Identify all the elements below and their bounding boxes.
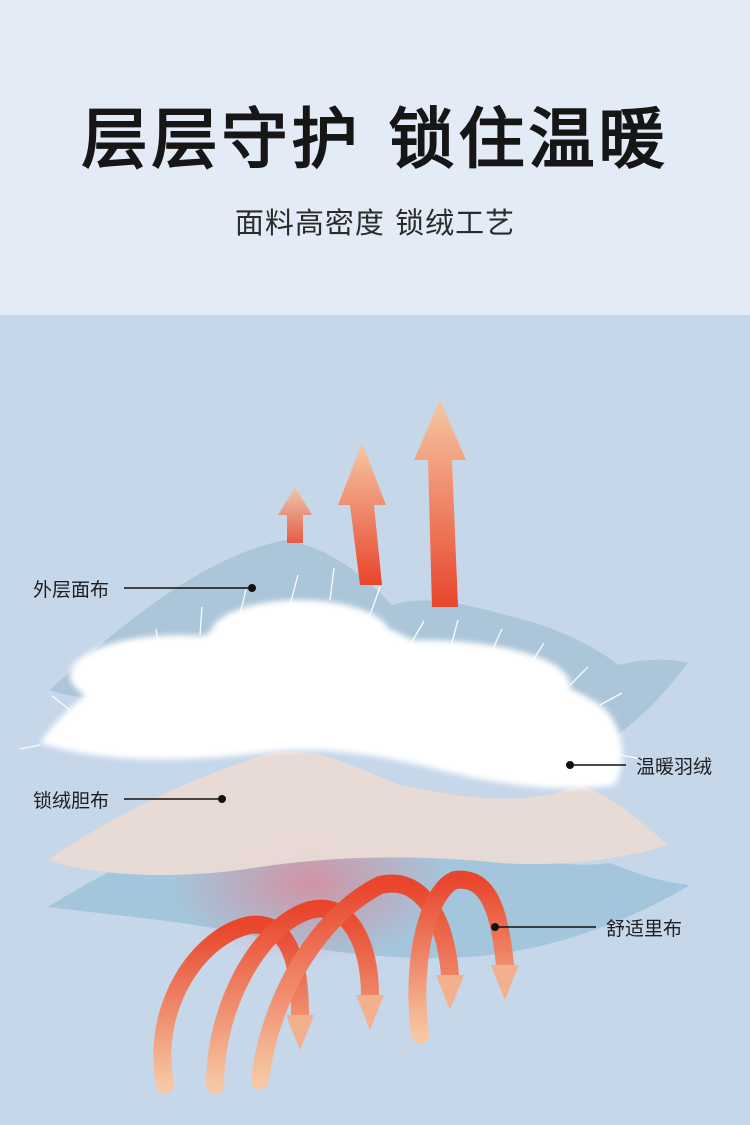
down-fibers: [19, 567, 643, 760]
heat-arrow-right: [414, 400, 466, 607]
header-section: 层层守护 锁住温暖 面料高密度 锁绒工艺: [0, 0, 750, 315]
heat-arrow-middle: [338, 443, 386, 585]
layer-illustration: 外层面布 温暖羽绒 锁绒胆布 舒适里布: [0, 315, 750, 1125]
down-layer: [40, 600, 623, 789]
callout-lines: [124, 587, 626, 928]
label-outer-shell: 外层面布: [33, 579, 110, 601]
label-lining: 舒适里布: [606, 918, 683, 940]
inner-shell-layer: [48, 751, 668, 876]
label-warm-down: 温暖羽绒: [636, 756, 713, 778]
arrow-heads: [286, 965, 519, 1050]
layer-diagram: [19, 400, 690, 1094]
body-heat-arrows: [153, 870, 514, 1094]
page-title: 层层守护 锁住温暖: [81, 101, 669, 178]
label-inner-shell: 锁绒胆布: [33, 790, 110, 812]
page-subtitle: 面料高密度 锁绒工艺: [234, 206, 516, 240]
callout-dots: [218, 584, 574, 931]
heat-arrow-left: [278, 487, 312, 543]
